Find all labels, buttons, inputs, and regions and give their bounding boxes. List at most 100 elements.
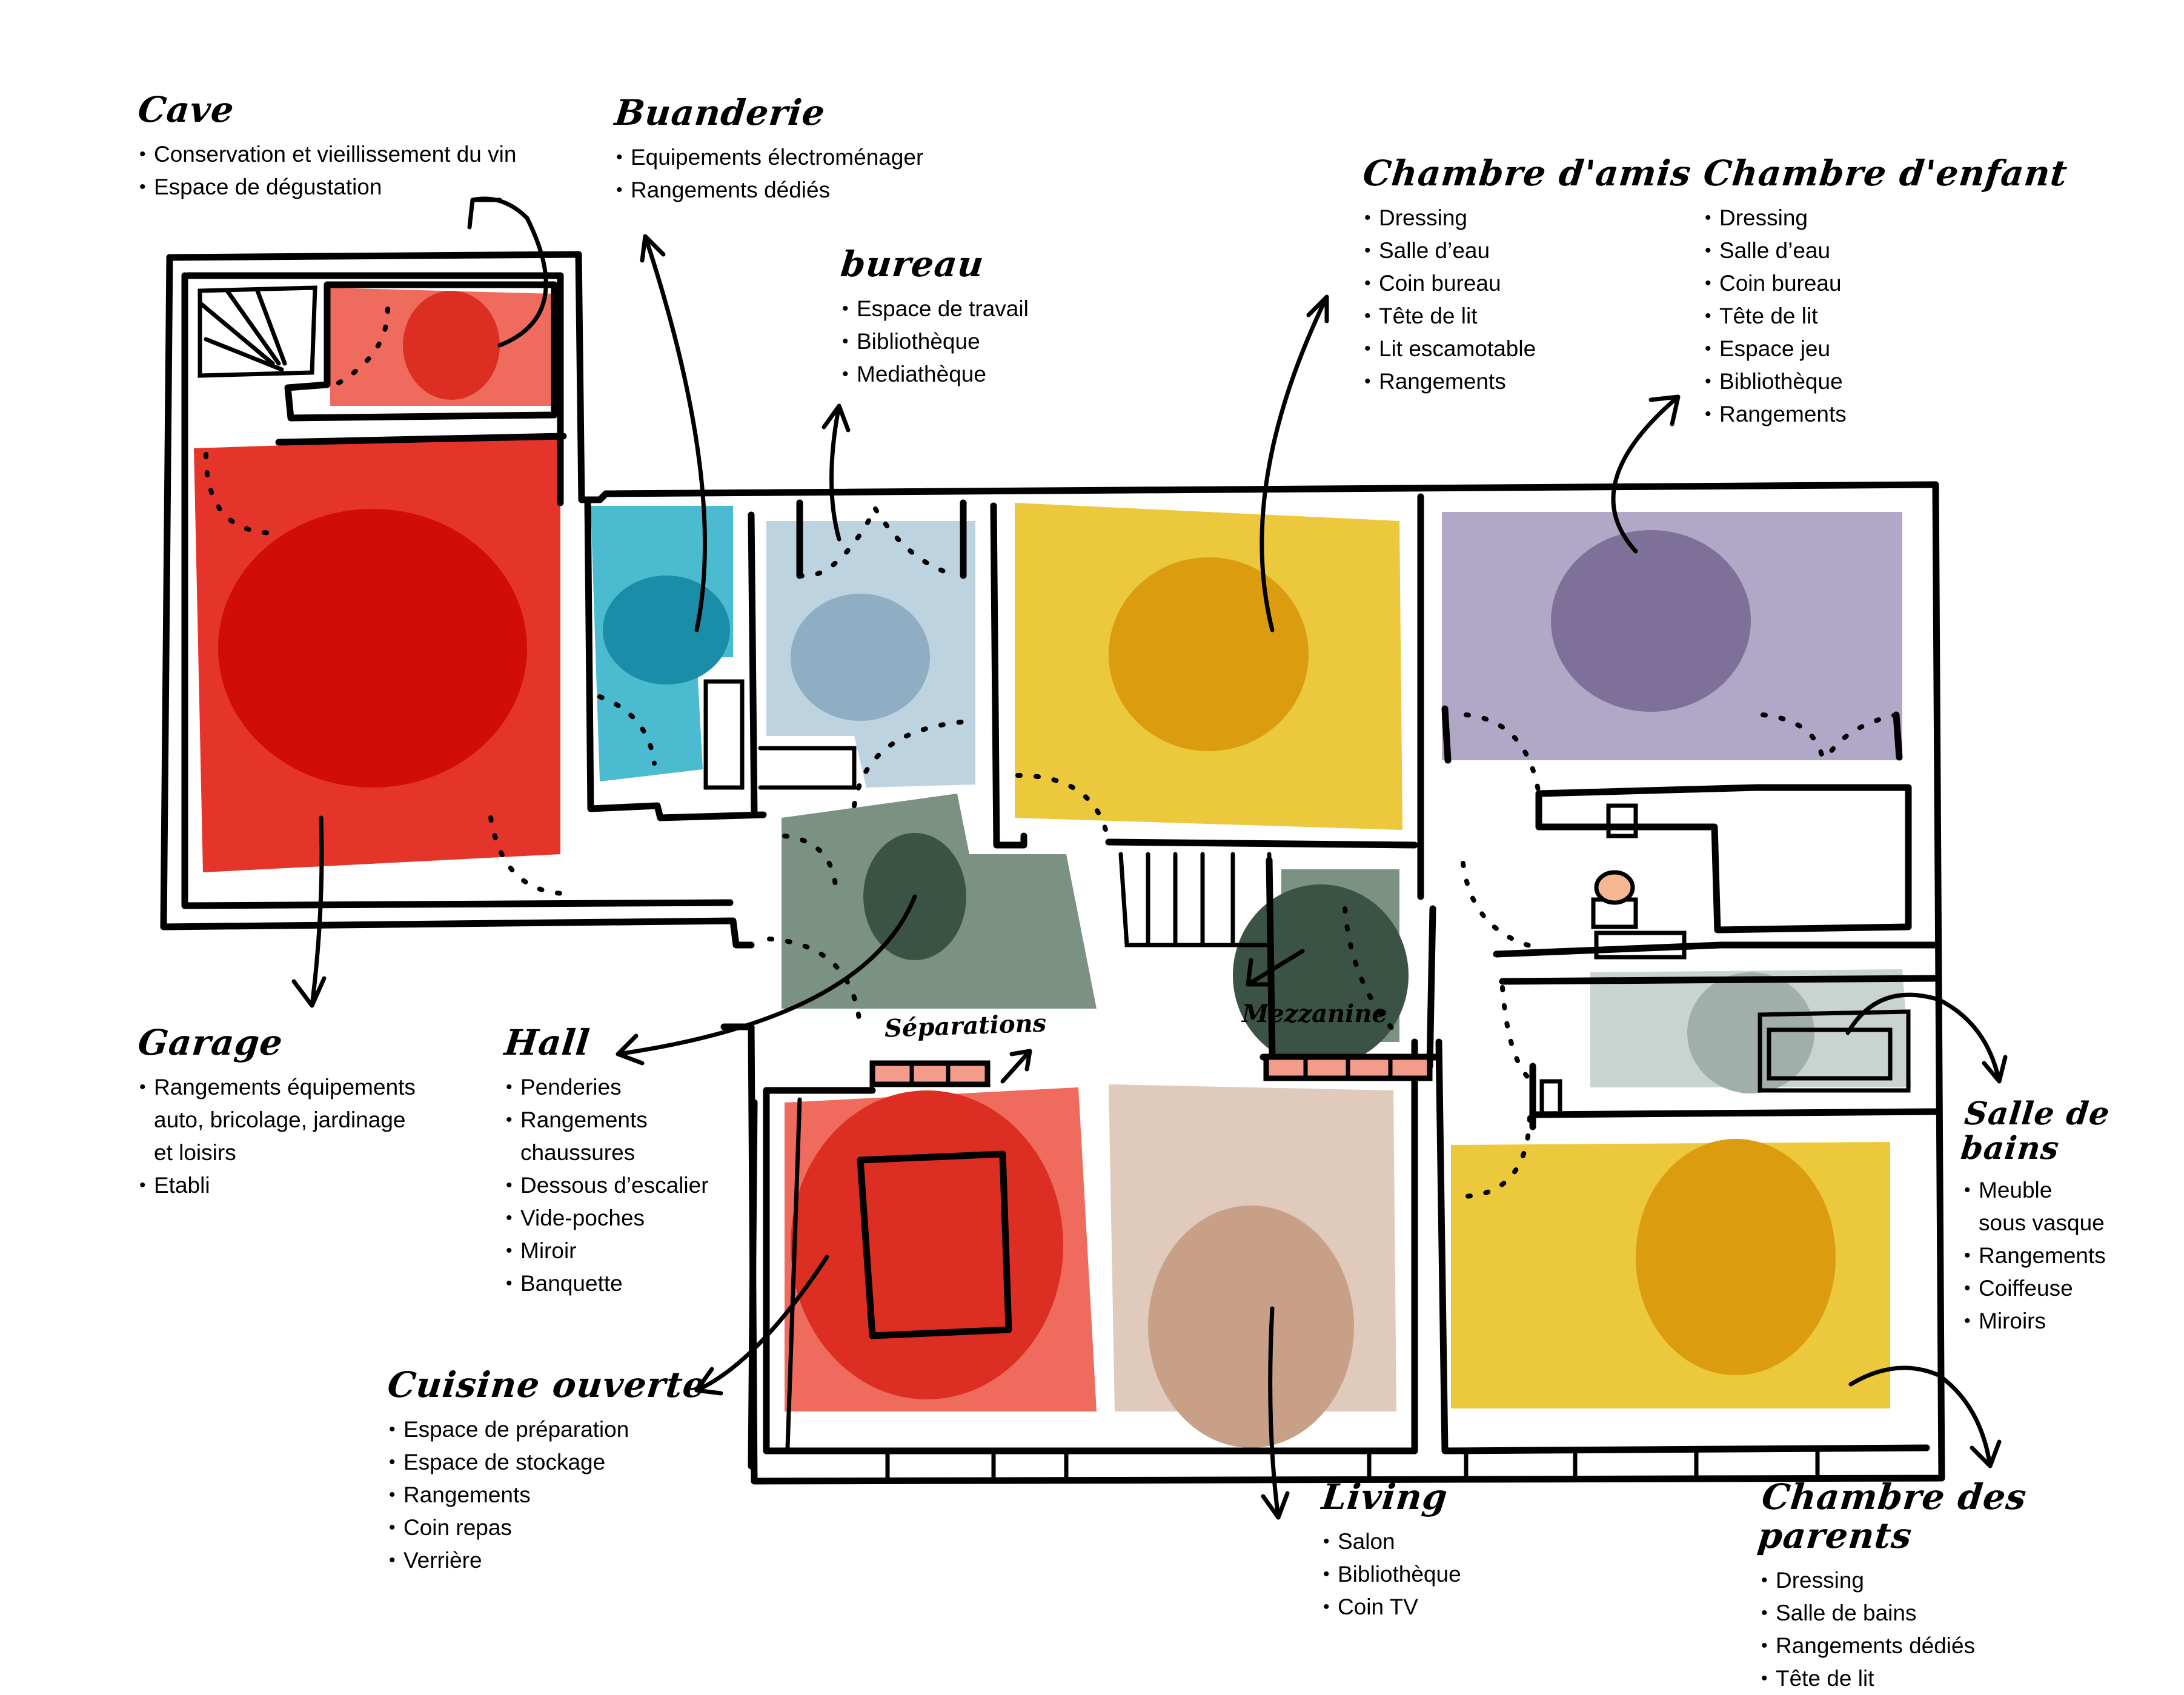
room-title: bureau <box>838 244 986 285</box>
room-label-bureau: bureau Espace de travailBibliothèqueMedi… <box>838 244 1029 391</box>
feature-item: Bibliothèque <box>1704 365 2067 398</box>
feature-list: DressingSalle d’eauCoin bureauTête de li… <box>1363 202 1691 398</box>
feature-item: Etabli <box>138 1169 416 1202</box>
feature-item: Espace de dégustation <box>138 171 516 204</box>
feature-item: Vide-poches <box>505 1202 709 1235</box>
arrow-cuisine <box>694 1255 829 1396</box>
feature-item: Tête de lit <box>1760 1662 2184 1695</box>
buanderie-blob <box>603 576 730 685</box>
room-title: Hall <box>502 1022 592 1063</box>
room-label-living: Living SalonBibliothèqueCoin TV <box>1319 1476 1461 1624</box>
feature-item: Coin bureau <box>1363 267 1691 300</box>
bureau-blob <box>791 594 930 721</box>
feature-item: Miroirs <box>1963 1305 2184 1338</box>
room-title: Chambre des parents <box>1756 1476 2029 1556</box>
feature-item: Conservation et vieillissement du vin <box>138 138 516 171</box>
walls <box>160 251 1945 1485</box>
feature-item: Rangements <box>1963 1239 2184 1272</box>
room-label-cave: Cave Conservation et vieillissement du v… <box>136 89 517 204</box>
room-title: Buanderie <box>612 92 828 133</box>
feature-item: Coiffeuse <box>1963 1272 2184 1305</box>
separation-panel <box>869 1060 991 1087</box>
feature-list: Meuble sous vasqueRangementsCoiffeuseMir… <box>1963 1174 2184 1338</box>
feature-item: Dressing <box>1363 202 1691 234</box>
room-label-cuisine: Cuisine ouverte Espace de préparationEsp… <box>385 1364 708 1577</box>
arrow-bureau <box>821 403 851 542</box>
garage-blob <box>218 509 527 788</box>
feature-item: Espace de travail <box>841 293 1029 325</box>
feature-item: Rangements <box>1704 398 2067 431</box>
feature-item: Espace de stockage <box>388 1446 706 1479</box>
feature-list: Espace de préparationEspace de stockageR… <box>388 1413 706 1577</box>
feature-item: Rangements <box>1363 365 1691 398</box>
feature-item: Banquette <box>505 1267 709 1300</box>
feature-list: Conservation et vieillissement du vinEsp… <box>138 138 516 204</box>
room-title: Salle de bains <box>1959 1095 2112 1167</box>
feature-item: Salle de bains <box>1760 1597 2184 1630</box>
feature-list: DressingSalle d’eauCoin bureauTête de li… <box>1704 202 2067 431</box>
chambre-amis-blob <box>1109 557 1309 751</box>
feature-item: Rangements dédiés <box>615 174 923 207</box>
room-label-hall: Hall PenderiesRangements chaussuresDesso… <box>502 1022 709 1300</box>
toilet-icon <box>1594 870 1635 905</box>
living-blob <box>1148 1206 1354 1448</box>
feature-item: Verrière <box>388 1544 706 1577</box>
feature-list: Equipements électroménagerRangements déd… <box>615 141 923 207</box>
floor-plan <box>160 196 2008 1520</box>
arrow-mezzanine <box>1246 949 1305 987</box>
feature-item: Coin bureau <box>1704 267 2067 300</box>
feature-item: Miroir <box>505 1235 709 1267</box>
feature-item: Rangements équipements auto, bricolage, … <box>138 1071 416 1169</box>
feature-item: Dressing <box>1760 1564 2184 1597</box>
feature-list: DressingSalle de bainsRangements dédiésT… <box>1760 1564 2184 1695</box>
room-title: Chambre d'amis <box>1361 153 1694 194</box>
blobs <box>218 291 1836 1448</box>
feature-item: Rangements dédiés <box>1760 1630 2184 1662</box>
arrow-garage <box>291 815 327 1008</box>
feature-item: Salle d’eau <box>1363 234 1691 267</box>
feature-item: Lit escamotable <box>1363 333 1691 365</box>
room-label-buanderie: Buanderie Equipements électroménagerRang… <box>612 92 924 207</box>
feature-item: Tête de lit <box>1363 300 1691 333</box>
room-title: Cave <box>136 89 237 130</box>
salle-de-bains-blob <box>1687 972 1814 1093</box>
separations-tag: Séparations <box>884 1009 1047 1043</box>
feature-item: Espace de préparation <box>388 1413 706 1446</box>
room-label-chambre-enfant: Chambre d'enfant DressingSalle d’eauCoin… <box>1701 153 2070 431</box>
feature-item: Penderies <box>505 1071 709 1104</box>
separation-panels <box>869 1054 1433 1087</box>
feature-item: Dessous d’escalier <box>505 1169 709 1202</box>
arrow-living <box>1261 1306 1290 1520</box>
arrow-hall <box>616 894 917 1066</box>
feature-item: Coin TV <box>1322 1591 1461 1624</box>
room-label-chambre-parents: Chambre des parents DressingSalle de bai… <box>1756 1476 2184 1695</box>
feature-item: Salon <box>1322 1525 1461 1558</box>
door-swings <box>204 307 1899 1199</box>
room-label-garage: Garage Rangements équipements auto, bric… <box>136 1022 416 1202</box>
room-title: Garage <box>136 1022 285 1063</box>
chambre-enfant-blob <box>1551 530 1751 712</box>
feature-item: Bibliothèque <box>1322 1558 1461 1591</box>
arrow-buanderie <box>640 234 708 632</box>
feature-item: Rangements <box>388 1479 706 1511</box>
feature-item: Coin repas <box>388 1511 706 1544</box>
feature-item: Rangements chaussures <box>505 1104 709 1169</box>
arrow-chambre-parents <box>1848 1365 2002 1468</box>
room-label-salle-de-bains: Salle de bains Meuble sous vasqueRangeme… <box>1959 1095 2184 1338</box>
feature-item: Espace jeu <box>1704 333 2067 365</box>
feature-item: Dressing <box>1704 202 2067 234</box>
room-title: Living <box>1319 1476 1450 1518</box>
feature-list: PenderiesRangements chaussuresDessous d’… <box>505 1071 709 1300</box>
room-title: Chambre d'enfant <box>1701 153 2070 194</box>
cuisine-blob <box>791 1090 1063 1399</box>
feature-list: Rangements équipements auto, bricolage, … <box>138 1071 416 1202</box>
arrow-separations <box>1000 1049 1032 1084</box>
feature-list: SalonBibliothèqueCoin TV <box>1322 1525 1461 1624</box>
feature-item: Tête de lit <box>1704 300 2067 333</box>
feature-item: Meuble sous vasque <box>1963 1174 2184 1239</box>
arrows <box>291 196 2008 1520</box>
room-title: Cuisine ouverte <box>385 1364 708 1405</box>
feature-item: Bibliothèque <box>841 325 1029 358</box>
feature-item: Mediathèque <box>841 358 1029 391</box>
feature-item: Salle d’eau <box>1704 234 2067 267</box>
